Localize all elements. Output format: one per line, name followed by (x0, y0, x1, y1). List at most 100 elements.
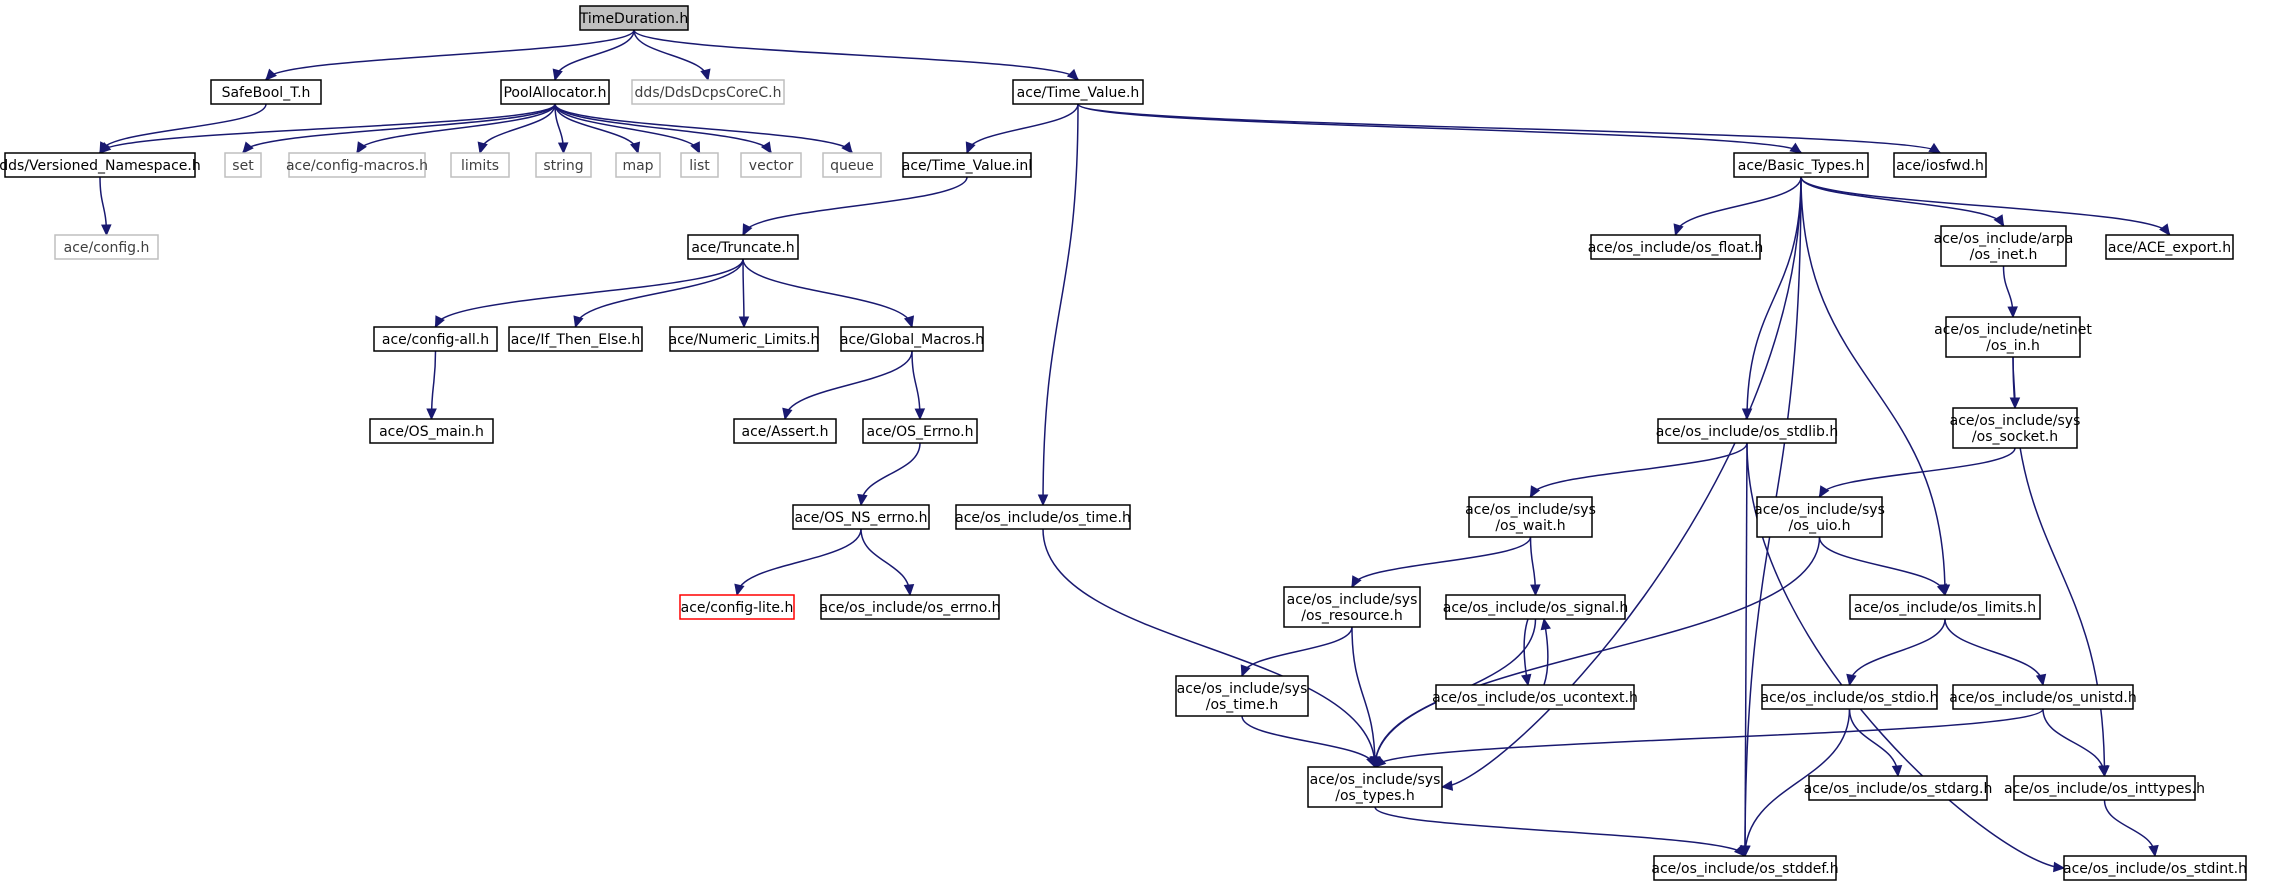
node-ace-assert-h[interactable]: ace/Assert.h (733, 418, 837, 444)
node-set[interactable]: set (224, 152, 262, 178)
node-ace-os-include-os-stdlib-h[interactable]: ace/os_include/os_stdlib.h (1656, 418, 1838, 444)
edge-n44-n47 (2042, 708, 2109, 778)
edge-arrowhead (1733, 844, 1746, 857)
node-ace-os-include-sys-os-resource-h[interactable]: ace/os_include/sys/os_resource.h (1283, 586, 1421, 628)
node-ace-truncate-h[interactable]: ace/Truncate.h (687, 234, 799, 260)
node-ace-config-all-h[interactable]: ace/config-all.h (373, 326, 498, 352)
edge-n2-n12 (554, 103, 772, 155)
node-dds-ddsdcpscorec-h[interactable]: dds/DdsDcpsCoreC.h (631, 79, 785, 105)
node-poolallocator-h[interactable]: PoolAllocator.h (500, 79, 610, 105)
node-ace-os-include-sys-os-wait-h[interactable]: ace/os_include/sys/os_wait.h (1465, 496, 1596, 538)
edge-n2-n9 (554, 103, 569, 155)
node-vector[interactable]: vector (740, 152, 802, 178)
node-ace-if-then-else-h[interactable]: ace/If_Then_Else.h (508, 326, 643, 352)
node-dds-versioned-namespace-h[interactable]: dds/Versioned_Namespace.h (0, 152, 201, 178)
edge-n35-n40 (1818, 536, 1947, 597)
node-ace-os-include-os-inttypes-h[interactable]: ace/os_include/os_inttypes.h (2004, 775, 2205, 801)
node-label: /os_wait.h (1495, 518, 1565, 534)
node-ace-numeric-limits-h[interactable]: ace/Numeric_Limits.h (669, 326, 820, 352)
edge-arrowhead (434, 315, 445, 329)
node-label: ace/ACE_export.h (2108, 240, 2231, 256)
node-ace-os-include-sys-os-uio-h[interactable]: ace/os_include/sys/os_uio.h (1754, 496, 1885, 538)
node-box (822, 152, 882, 178)
node-box (687, 234, 799, 260)
node-safebool-t-h[interactable]: SafeBool_T.h (210, 79, 322, 105)
node-ace-ace-export-h[interactable]: ace/ACE_export.h (2105, 234, 2234, 260)
node-ace-time-value-h[interactable]: ace/Time_Value.h (1012, 79, 1144, 105)
node-ace-os-include-sys-os-time-h[interactable]: ace/os_include/sys/os_time.h (1175, 675, 1309, 717)
node-queue[interactable]: queue (822, 152, 882, 178)
node-label: ace/config-all.h (382, 332, 489, 348)
node-ace-os-include-os-ucontext-h[interactable]: ace/os_include/os_ucontext.h (1432, 684, 1638, 710)
node-ace-os-include-os-stddef-h[interactable]: ace/os_include/os_stddef.h (1651, 855, 1839, 881)
edge-arrowhead (841, 141, 853, 154)
edge-n18-n24 (738, 258, 750, 329)
node-ace-config-macros-h[interactable]: ace/config-macros.h (286, 152, 428, 178)
node-box (1012, 79, 1144, 105)
node-ace-os-include-os-time-h[interactable]: ace/os_include/os_time.h (955, 504, 1131, 530)
node-ace-os-include-sys-os-types-h[interactable]: ace/os_include/sys/os_types.h (1307, 766, 1443, 808)
node-ace-os-include-arpa-os-inet-h[interactable]: ace/os_include/arpa/os_inet.h (1934, 225, 2074, 267)
node-ace-config-lite-h[interactable]: ace/config-lite.h (679, 594, 795, 620)
node-box (680, 152, 719, 178)
edge-n35-n45 (1370, 536, 1821, 769)
edge-arrowhead (356, 141, 367, 155)
node-label: ace/Assert.h (742, 424, 829, 440)
edge-n32-n37 (860, 528, 915, 597)
node-ace-os-ns-errno-h[interactable]: ace/OS_NS_errno.h (792, 504, 930, 530)
edge-arrowhead (857, 493, 868, 507)
node-string[interactable]: string (535, 152, 592, 178)
node-box (1952, 407, 2078, 449)
node-box (288, 152, 426, 178)
node-limits[interactable]: limits (450, 152, 510, 178)
node-ace-os-include-os-errno-h[interactable]: ace/os_include/os_errno.h (820, 594, 1001, 620)
edge-arrowhead (914, 408, 926, 421)
node-timeduration-h[interactable]: TimeDuration.h (579, 5, 689, 31)
node-label: ace/Numeric_Limits.h (669, 332, 820, 348)
edge-n30-n34 (1529, 442, 1748, 499)
edge-n4-n15 (1077, 103, 1802, 154)
node-ace-os-include-netinet-os-in-h[interactable]: ace/os_include/netinet/os_in.h (1934, 316, 2092, 358)
edge-arrowhead (738, 316, 750, 329)
node-map[interactable]: map (615, 152, 661, 178)
node-box (1590, 234, 1761, 260)
node-label: ace/os_include/os_float.h (1588, 240, 1764, 256)
node-label: ace/os_include/os_errno.h (820, 600, 1001, 616)
node-label: /os_resource.h (1301, 608, 1402, 624)
edge-n29-n32 (857, 442, 921, 507)
node-label: ace/os_include/sys (1465, 502, 1596, 518)
node-ace-os-include-os-stdint-h[interactable]: ace/os_include/os_stdint.h (2063, 855, 2247, 881)
node-ace-config-h[interactable]: ace/config.h (54, 234, 159, 260)
node-box (669, 326, 819, 352)
node-ace-iosfwd-h[interactable]: ace/iosfwd.h (1893, 152, 1987, 178)
node-ace-global-macros-h[interactable]: ace/Global_Macros.h (840, 326, 984, 352)
edge-n0-n4 (633, 29, 1079, 81)
node-ace-basic-types-h[interactable]: ace/Basic_Types.h (1733, 152, 1869, 178)
edge-n34-n38 (1351, 536, 1532, 589)
edge-n40-n44 (1944, 618, 2047, 687)
node-box (1657, 418, 1837, 444)
node-list[interactable]: list (680, 152, 719, 178)
node-ace-os-include-os-float-h[interactable]: ace/os_include/os_float.h (1588, 234, 1764, 260)
node-ace-os-include-os-stdarg-h[interactable]: ace/os_include/os_stdarg.h (1804, 775, 1993, 801)
node-label: ace/os_include/os_ucontext.h (1432, 690, 1638, 706)
edge-n47-n49 (2103, 799, 2159, 858)
node-ace-os-include-os-stdio-h[interactable]: ace/os_include/os_stdio.h (1761, 684, 1939, 710)
node-ace-os-include-sys-os-socket-h[interactable]: ace/os_include/sys/os_socket.h (1950, 407, 2081, 449)
node-ace-os-include-os-limits-h[interactable]: ace/os_include/os_limits.h (1849, 594, 2041, 620)
node-ace-os-include-os-signal-h[interactable]: ace/os_include/os_signal.h (1443, 594, 1629, 620)
node-label: /os_inet.h (1970, 247, 2038, 263)
node-label: ace/os_include/arpa (1934, 231, 2074, 247)
node-ace-os-include-os-unistd-h[interactable]: ace/os_include/os_unistd.h (1949, 684, 2137, 710)
edge-arrowhead (477, 141, 488, 155)
edge-n4-n14 (965, 103, 1079, 155)
node-label: ace/os_include/os_time.h (955, 510, 1131, 526)
edge-arrowhead (2007, 306, 2018, 319)
edge-n45-n48 (1374, 806, 1746, 857)
node-ace-os-errno-h[interactable]: ace/OS_Errno.h (862, 418, 978, 444)
edge-n2-n5 (99, 103, 556, 154)
node-ace-os-main-h[interactable]: ace/OS_main.h (369, 418, 494, 444)
node-box (733, 418, 837, 444)
node-ace-time-value-inl[interactable]: ace/Time_Value.inl (902, 152, 1032, 178)
